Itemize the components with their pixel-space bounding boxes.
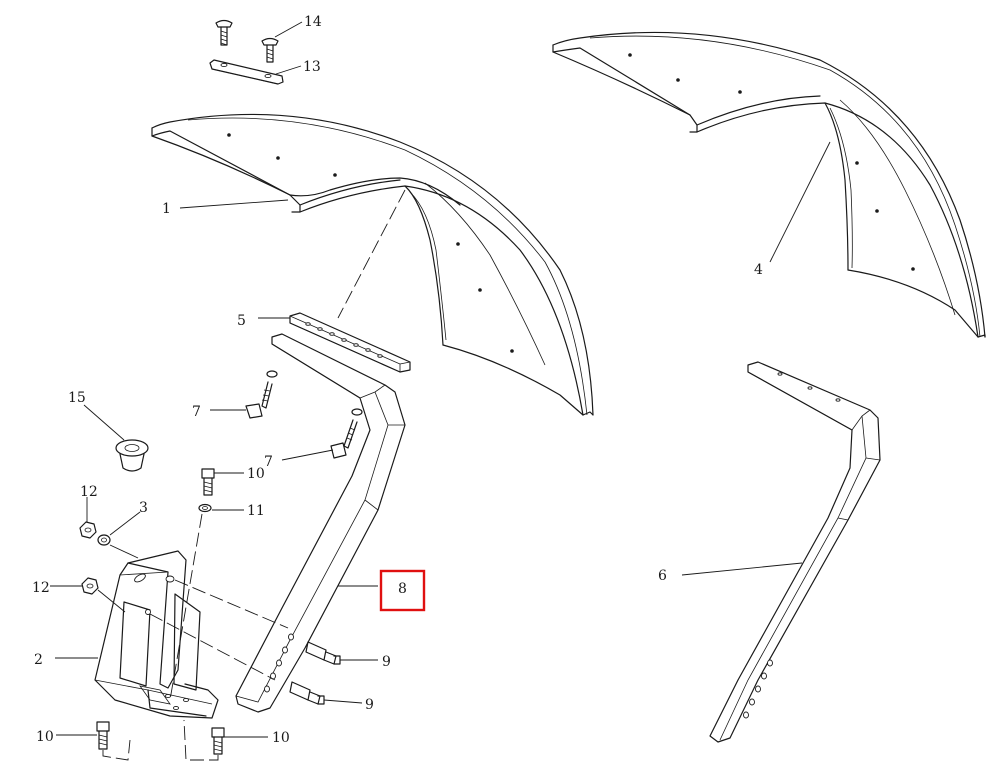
callout-9-upper: 9: [382, 654, 391, 670]
callout-12-top: 12: [80, 484, 98, 500]
callout-10-top: 10: [247, 466, 265, 482]
part-15-bushing: [115, 439, 149, 472]
callout-14: 14: [304, 14, 322, 30]
callout-12-side: 12: [32, 580, 50, 596]
part-12-nut-top: [79, 521, 97, 539]
part-10-bolt-lower-left: [96, 721, 110, 750]
part-10-bolt-upper: [201, 468, 215, 496]
callout-7-lower: 7: [264, 454, 273, 470]
part-14-bolt: [215, 19, 279, 63]
part-7-bolt-upper: [245, 370, 278, 419]
callout-11: 11: [247, 503, 265, 519]
part-9-bolt-lower: [289, 681, 325, 705]
part-10-bolt-lower-right: [211, 727, 225, 755]
part-9-bolt-upper: [305, 641, 341, 665]
callout-5: 5: [237, 313, 246, 329]
part-1-fender: [151, 113, 594, 416]
part-6-support-bar: [709, 361, 881, 743]
callout-8: 8: [398, 581, 407, 597]
callout-9-lower: 9: [365, 697, 374, 713]
part-3-washer: [97, 534, 111, 546]
highlight-box-8: [379, 569, 426, 612]
part-5-plate: [289, 312, 411, 373]
part-8-support-bar: [235, 333, 406, 713]
callout-15: 15: [68, 390, 86, 406]
callout-7-upper: 7: [192, 404, 201, 420]
callout-13: 13: [303, 59, 321, 75]
part-11-washer: [198, 503, 212, 513]
callout-1: 1: [162, 201, 171, 217]
callout-10-lower-left: 10: [36, 729, 54, 745]
callout-10-lower-right: 10: [272, 730, 290, 746]
callout-6: 6: [658, 568, 667, 584]
part-13-plate: [209, 59, 284, 85]
part-7-bolt-lower: [330, 408, 363, 459]
callout-2: 2: [34, 652, 43, 668]
callout-4: 4: [754, 262, 763, 278]
callout-3: 3: [139, 500, 148, 516]
part-4-fender: [552, 31, 986, 338]
part-2-bracket: [94, 550, 219, 719]
part-12-nut-side: [81, 577, 99, 595]
